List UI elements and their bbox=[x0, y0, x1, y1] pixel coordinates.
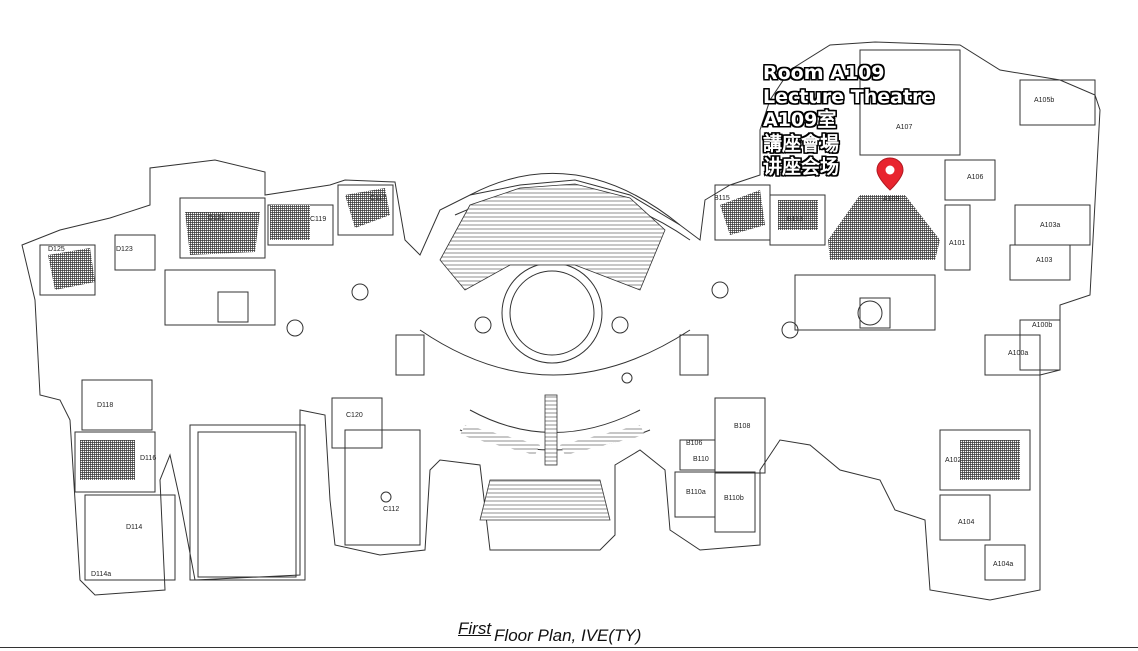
building-outline bbox=[21, 41, 1101, 601]
callout-line-room: Room A109 bbox=[763, 62, 885, 84]
room-label-a103: A103 bbox=[1036, 257, 1052, 264]
room-label-a104: A104 bbox=[958, 519, 974, 526]
caption-first: First bbox=[458, 619, 492, 638]
room-label-d125: D125 bbox=[48, 246, 65, 253]
room-label-d116: D116 bbox=[140, 455, 156, 462]
room-label-a107: A107 bbox=[896, 124, 912, 131]
room-label-a109: A109 bbox=[883, 196, 899, 203]
room-label-b110: B110 bbox=[693, 456, 709, 463]
room-callout: Room A109 Lecture Theatre A109室 講座會場 讲座会… bbox=[763, 62, 934, 180]
room-label-d114: D114 bbox=[126, 524, 142, 531]
seating-areas bbox=[48, 183, 1020, 521]
room-label-b110a: B110a bbox=[686, 489, 706, 496]
callout-line-type: Lecture Theatre bbox=[763, 85, 935, 108]
room-label-d123: D123 bbox=[116, 246, 133, 253]
room-label-b108: B108 bbox=[734, 423, 750, 430]
room-label-d121: D121 bbox=[208, 215, 225, 222]
callout-line-room-chinese: A109室 bbox=[763, 109, 837, 131]
room-label-a104a: A104a bbox=[993, 561, 1013, 568]
room-label-a100b: A100b bbox=[1032, 322, 1052, 329]
room-label-c117: C117 bbox=[370, 195, 386, 202]
room-label-a106: A106 bbox=[967, 174, 983, 181]
callout-line-traditional: 講座會場 bbox=[763, 132, 840, 155]
room-label-a100a: A100a bbox=[1008, 350, 1028, 357]
room-label-b115: B115 bbox=[714, 195, 730, 202]
caption-divider bbox=[0, 647, 1138, 648]
room-label-c120: C120 bbox=[346, 412, 363, 419]
room-label-a103a: A103a bbox=[1040, 222, 1060, 229]
room-label-b113: B113 bbox=[787, 216, 803, 223]
room-label-a105b: A105b bbox=[1034, 97, 1054, 104]
room-label-b106: B106 bbox=[686, 440, 702, 447]
caption-rest: Floor Plan, IVE(TY) bbox=[494, 626, 642, 645]
room-label-d118: D118 bbox=[97, 402, 113, 409]
room-label-c112: C112 bbox=[383, 506, 399, 513]
room-label-b110b: B110b bbox=[724, 495, 744, 502]
callout-line-simplified: 讲座会场 bbox=[763, 156, 840, 178]
location-pin-icon[interactable] bbox=[875, 157, 905, 191]
room-labels: A109 A107 A106 A101 A103a A103 A105b A10… bbox=[48, 97, 1060, 578]
room-label-a101: A101 bbox=[949, 240, 965, 247]
room-label-d114a: D114a bbox=[91, 571, 111, 578]
room-label-c119: C119 bbox=[310, 216, 326, 223]
room-label-a102: A102 bbox=[945, 457, 961, 464]
